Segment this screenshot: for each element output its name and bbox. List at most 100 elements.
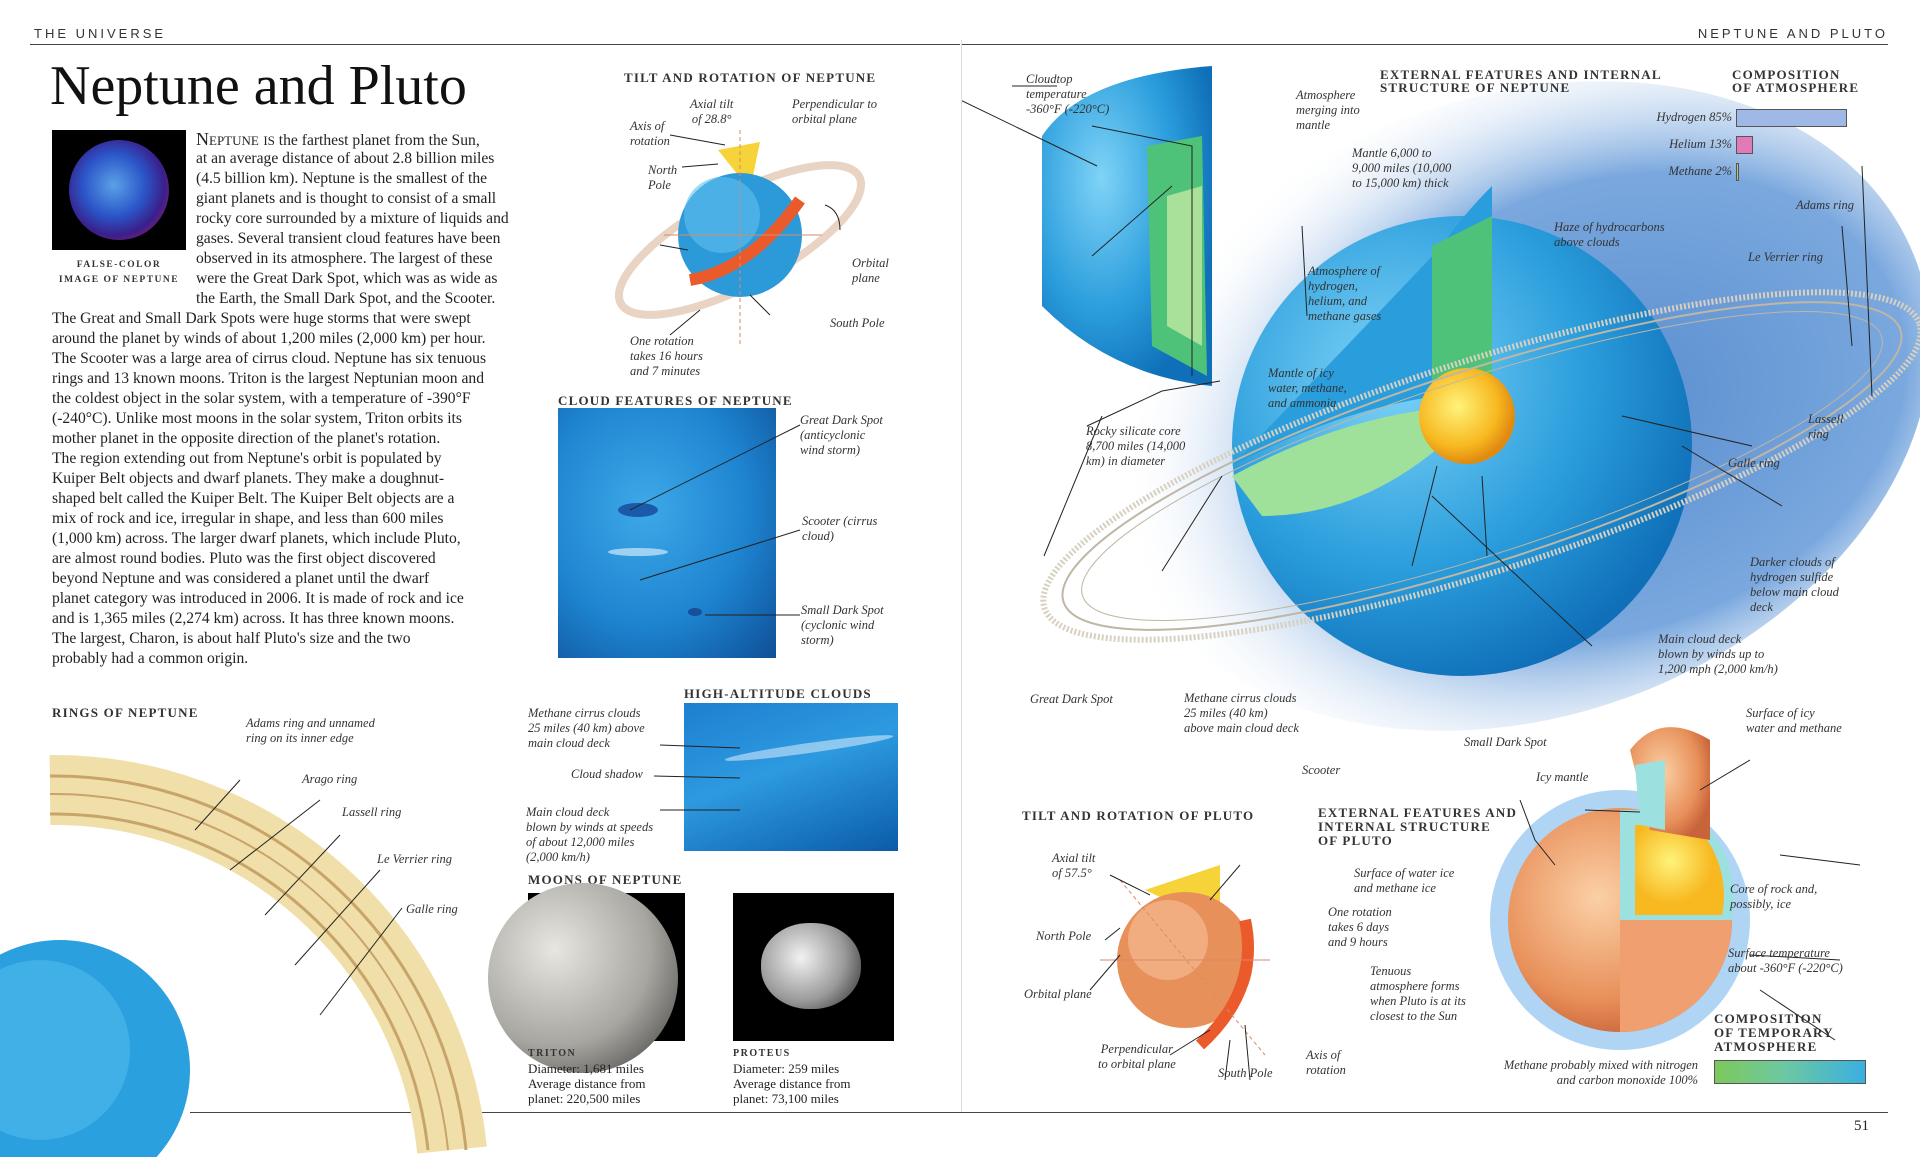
intro-line: and is 1,365 miles (2,274 km) across. It… xyxy=(52,610,455,627)
label-line: Perpendicular to xyxy=(792,97,878,111)
label-line: (2,000 km/h) xyxy=(526,850,590,864)
label-line: Lassell xyxy=(1808,412,1844,426)
composition-row: Methane 2% xyxy=(1600,158,1870,185)
composition-chart: Hydrogen 85% Helium 13% Methane 2% xyxy=(1600,104,1870,185)
pluto-core-label: Core of rock and,possibly, ice xyxy=(1730,882,1817,912)
intro-line: (1,000 km) across. The larger dwarf plan… xyxy=(52,530,461,547)
proteus-image xyxy=(733,893,894,1041)
intro-wrap: at an average distance of about 2.8 bill… xyxy=(196,149,586,309)
label-line: Small Dark Spot xyxy=(801,603,884,617)
label-line: rotation xyxy=(1306,1063,1346,1077)
title-line: STRUCTURE OF NEPTUNE xyxy=(1380,80,1571,95)
label-line: Adams ring and unnamed xyxy=(246,716,375,730)
label-line: blown by winds at speeds xyxy=(526,820,654,834)
label-line: and ammonia xyxy=(1268,396,1337,410)
intro-line: rocky core surrounded by a mixture of li… xyxy=(196,210,509,227)
label-line: closest to the Sun xyxy=(1370,1009,1458,1023)
tilt-neptune-title: TILT AND ROTATION OF NEPTUNE xyxy=(624,70,877,85)
label-line: and methane ice xyxy=(1354,881,1436,895)
intro-line: were the Great Dark Spot, which was as w… xyxy=(196,270,498,287)
composition-bar xyxy=(1736,162,1739,181)
page-gutter xyxy=(961,40,962,1112)
intro-line: mix of rock and ice, irregular in shape,… xyxy=(52,510,444,527)
high-cloud-leaders xyxy=(653,744,741,811)
neptune-photo xyxy=(52,130,186,250)
photo-caption: FALSE-COLOR IMAGE OF NEPTUNE xyxy=(52,258,186,288)
label-line: 8,700 miles (14,000 xyxy=(1086,439,1186,453)
rings-diagram xyxy=(0,754,487,1157)
label-line: and carbon monoxide 100% xyxy=(1556,1073,1698,1087)
label-line: One rotation xyxy=(1328,905,1392,919)
title-line: OF PLUTO xyxy=(1318,833,1393,848)
label-line: ring on its inner edge xyxy=(246,731,354,745)
tilt-neptune-diagram xyxy=(614,130,866,345)
label-line: helium, and xyxy=(1308,294,1368,308)
scooter-label-3d: Scooter xyxy=(1302,763,1341,777)
intro-dropcap: Neptune is xyxy=(196,129,275,149)
cloud-features-image xyxy=(558,408,776,658)
title-line: OF ATMOSPHERE xyxy=(1732,80,1860,95)
label-line: Perpendicular xyxy=(1100,1042,1173,1056)
label-line: plane xyxy=(852,271,880,285)
title-line: OF TEMPORARY xyxy=(1714,1025,1834,1040)
label-line: Pole xyxy=(648,178,671,192)
moons-title: MOONS OF NEPTUNE xyxy=(528,872,683,887)
caption-line: planet: 73,100 miles xyxy=(733,1091,839,1106)
label-line: ring xyxy=(1808,427,1829,441)
label-line: deck xyxy=(1750,600,1773,614)
label-line: merging into xyxy=(1296,103,1360,117)
label-line: Darker clouds of xyxy=(1750,555,1835,569)
label-line: Surface temperature xyxy=(1728,946,1830,960)
label-line: Surface of water ice xyxy=(1354,866,1455,880)
label-line: hydrogen sulfide xyxy=(1750,570,1834,584)
neptune-structure-illustration xyxy=(962,66,1920,731)
label-line: orbital plane xyxy=(792,112,857,126)
intro-line: The region extending out from Neptune's … xyxy=(52,450,442,467)
intro-line: observed in its atmosphere. The largest … xyxy=(196,250,493,267)
header-rule-left xyxy=(30,44,960,45)
label-line: takes 6 days xyxy=(1328,920,1390,934)
intro-line: probably had a common origin. xyxy=(52,650,249,667)
label-line: km) in diameter xyxy=(1086,454,1166,468)
label-line: Axial tilt xyxy=(1052,851,1096,865)
cloud-shadow-label: Cloud shadow xyxy=(571,767,643,781)
intro-body: The Great and Small Dark Spots were huge… xyxy=(52,309,572,669)
pluto-composition-bar xyxy=(1714,1060,1866,1084)
label-line: Main cloud deck xyxy=(526,805,610,819)
label-line: Great Dark Spot xyxy=(800,413,883,427)
label-line: 25 miles (40 km) xyxy=(1184,706,1268,720)
title-line: COMPOSITION xyxy=(1714,1011,1823,1026)
composition-bar xyxy=(1736,108,1847,127)
label-line: possibly, ice xyxy=(1730,897,1792,911)
photo-caption-line: IMAGE OF NEPTUNE xyxy=(58,275,180,285)
title-line: EXTERNAL FEATURES AND xyxy=(1318,805,1518,820)
pluto-orbital-plane-label: Orbital plane xyxy=(1024,987,1092,1001)
intro-line: gases. Several transient cloud features … xyxy=(196,230,501,247)
triton-caption: TRITON Diameter: 1,681 miles Average dis… xyxy=(528,1046,645,1106)
composition-label: Hydrogen 85% xyxy=(1656,110,1732,124)
label-line: Tenuous xyxy=(1370,964,1412,978)
label-line: Orbital xyxy=(852,256,889,270)
label-line: hydrogen, xyxy=(1308,279,1358,293)
intro-line: The Scooter was a large area of cirrus c… xyxy=(52,350,487,367)
tilt-pluto-diagram xyxy=(1089,864,1270,1081)
intro-line: planet category was introduced in 2006. … xyxy=(52,590,464,607)
high-clouds-image xyxy=(684,703,898,851)
photo-caption-line: FALSE-COLOR xyxy=(76,260,162,270)
intro-line: are almost round bodies. Pluto was the f… xyxy=(52,550,436,567)
small-dark-spot-label-3d: Small Dark Spot xyxy=(1464,735,1547,749)
label-line: Methane cirrus clouds xyxy=(528,706,641,720)
